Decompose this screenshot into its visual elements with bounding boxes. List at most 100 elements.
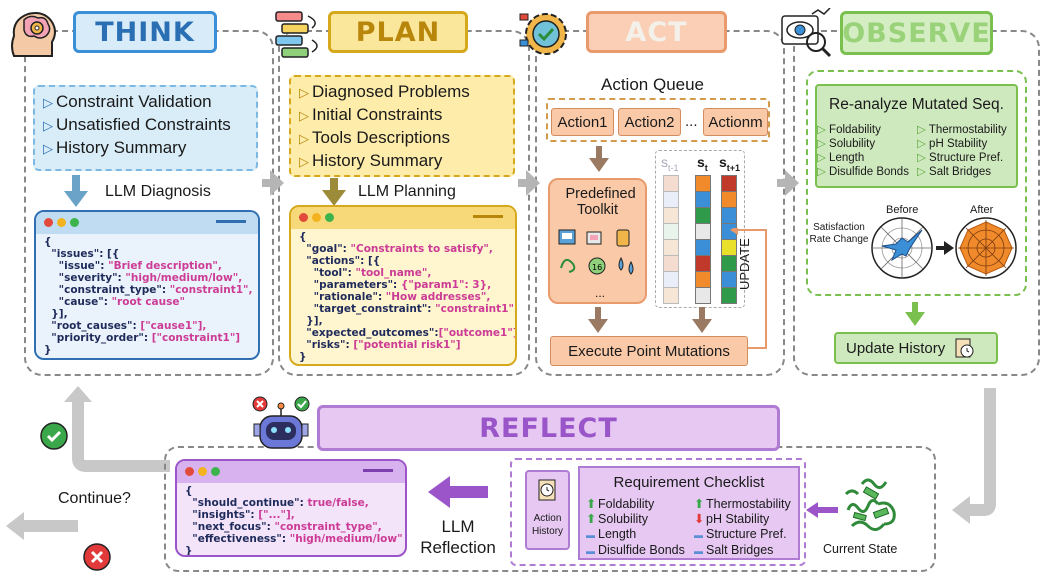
toolkit-box: Predefined Toolkit 16 ...: [548, 178, 647, 304]
state-cell: [695, 223, 711, 240]
code-line: }: [299, 351, 307, 363]
code-line: "cause": "root cause": [44, 296, 185, 308]
metric-item: ▷ Structure Pref.: [917, 152, 1004, 164]
reflection-code: { "should_continue": true/false, "insigh…: [177, 483, 405, 555]
state-cell: [663, 191, 679, 208]
checklist-item: ▬Disulfide Bonds: [586, 543, 685, 557]
continue-up-arrow: [64, 384, 174, 479]
state-cell: [721, 175, 737, 192]
target-gear-icon: [518, 10, 574, 60]
checklist-outer-box: [510, 458, 806, 566]
think-title: THINK: [73, 11, 217, 53]
current-state-label: Current State: [823, 542, 898, 556]
state-label: st: [697, 154, 708, 173]
execute-mutations-box: Execute Point Mutations: [550, 336, 748, 366]
update-history-box: Update History: [834, 332, 998, 364]
metric-item: ▷ Foldability: [817, 124, 881, 136]
state-cell: [721, 287, 737, 304]
checklist-right-list: ⬆Thermostability⬇pH Stability▬Structure …: [694, 497, 791, 559]
brain-gear-icon: [4, 6, 64, 62]
planning-code: { "goal": "Constraints to satisfy", "act…: [291, 229, 515, 364]
code-line: "constraint_type": "constraint1",: [44, 284, 253, 296]
code-line: "tool": "tool_name",: [299, 267, 432, 279]
plan-inputs-box: ▷Diagnosed Problems ▷Initial Constraints…: [289, 75, 515, 177]
svg-text:16: 16: [592, 263, 602, 272]
after-radar-icon: [954, 216, 1018, 285]
state-cell: [695, 239, 711, 256]
checklist-item: ⬆Foldability: [586, 497, 655, 511]
action-item: Action2: [618, 108, 681, 136]
code-line: "priority_order": ["constraint1"]: [44, 332, 241, 344]
down-arrow-icon: [322, 178, 346, 213]
action-history-label: Action History: [531, 513, 564, 537]
metric-item: ▷ Disulfide Bonds: [817, 166, 909, 178]
after-label: After: [970, 204, 994, 216]
state-cell: [663, 287, 679, 304]
neutral-bar-icon: ▬: [586, 530, 595, 540]
metric-item: ▷ Length: [817, 152, 865, 164]
checklist-item: ⬇pH Stability: [694, 512, 770, 526]
down-arrow-icon: [905, 302, 925, 333]
think-item: ▷Constraint Validation: [43, 92, 212, 111]
metric-item: ▷ Thermostability: [917, 124, 1007, 136]
code-line: "root_causes": ["cause1"],: [44, 320, 207, 332]
state-cell: [695, 255, 711, 272]
planning-editor: { "goal": "Constraints to satisfy", "act…: [289, 205, 517, 366]
metrics-right-list: ▷ Thermostability ▷ pH Stability ▷ Struc…: [917, 123, 1007, 179]
reflection-editor: { "should_continue": true/false, "insigh…: [175, 459, 407, 557]
reanalyze-title: Re-analyze Mutated Seq.: [829, 96, 1004, 113]
left-arrow-icon: [806, 502, 838, 523]
state-cell: [663, 271, 679, 288]
left-arrow-icon: [428, 476, 488, 513]
before-radar-icon: [870, 216, 934, 285]
plan-item: ▷Initial Constraints: [299, 105, 443, 124]
code-line: }: [44, 344, 52, 356]
before-label: Before: [886, 204, 919, 216]
update-loop-arrow: [728, 225, 770, 359]
metric-item: ▷ pH Stability: [917, 138, 988, 150]
robot-icon: [246, 394, 322, 458]
neutral-bar-icon: ▬: [694, 546, 703, 556]
right-arrow-icon: [936, 241, 954, 260]
plan-item: ▷Tools Descriptions: [299, 128, 450, 147]
checklist-title: Requirement Checklist: [613, 474, 765, 491]
check-icon: [40, 422, 68, 455]
observe-title: OBSERVE: [840, 11, 993, 55]
llm-planning-label: LLM Planning: [358, 183, 456, 200]
llm-reflection-label: LLM Reflection: [420, 517, 496, 557]
code-line: {: [299, 231, 307, 243]
think-item: ▷History Summary: [43, 138, 187, 157]
down-arrow-icon: [692, 307, 712, 340]
metrics-left-list: ▷ Foldability ▷ Solubility ▷ Length ▷ Di…: [817, 123, 909, 179]
metric-item: ▷ Salt Bridges: [917, 166, 992, 178]
checklist-box: Requirement Checklist ⬆Foldability⬆Solub…: [578, 466, 800, 560]
checklist-item: ⬆Solubility: [586, 512, 649, 526]
neutral-bar-icon: ▬: [694, 530, 703, 540]
right-arrow-icon: [262, 170, 284, 201]
update-label: UPDATE: [737, 238, 752, 290]
state-cell: [695, 207, 711, 224]
observe-inner-box: [806, 70, 1027, 296]
state-cell: [695, 287, 711, 304]
right-arrow-icon: [777, 170, 799, 201]
code-line: }],: [44, 308, 68, 320]
code-line: "should_continue": true/false,: [185, 497, 369, 509]
state-cell: [695, 191, 711, 208]
state-cell: [721, 207, 737, 224]
action-item: Actionm: [703, 108, 768, 136]
toolkit-tools-icon: 16: [558, 229, 634, 275]
reanalyze-box: Re-analyze Mutated Seq. ▷ Foldability ▷ …: [815, 84, 1018, 188]
state-cell: [695, 175, 711, 192]
action-ellipsis: ...: [685, 113, 698, 130]
code-line: }],: [299, 315, 323, 327]
metric-item: ▷ Solubility: [817, 138, 876, 150]
cross-icon: [83, 543, 111, 576]
code-line: "severity": "high/medium/low",: [44, 272, 243, 284]
code-line: {: [185, 485, 193, 497]
state-cell: [721, 191, 737, 208]
code-line: "target_constraint": "constraint1": [299, 303, 514, 315]
code-line: "next_focus": "constraint_type",: [185, 521, 382, 533]
checklist-item: ⬆Thermostability: [694, 497, 791, 511]
checklist-left-list: ⬆Foldability⬆Solubility▬Length▬Disulfide…: [586, 497, 685, 559]
think-item: ▷Unsatisfied Constraints: [43, 115, 231, 134]
